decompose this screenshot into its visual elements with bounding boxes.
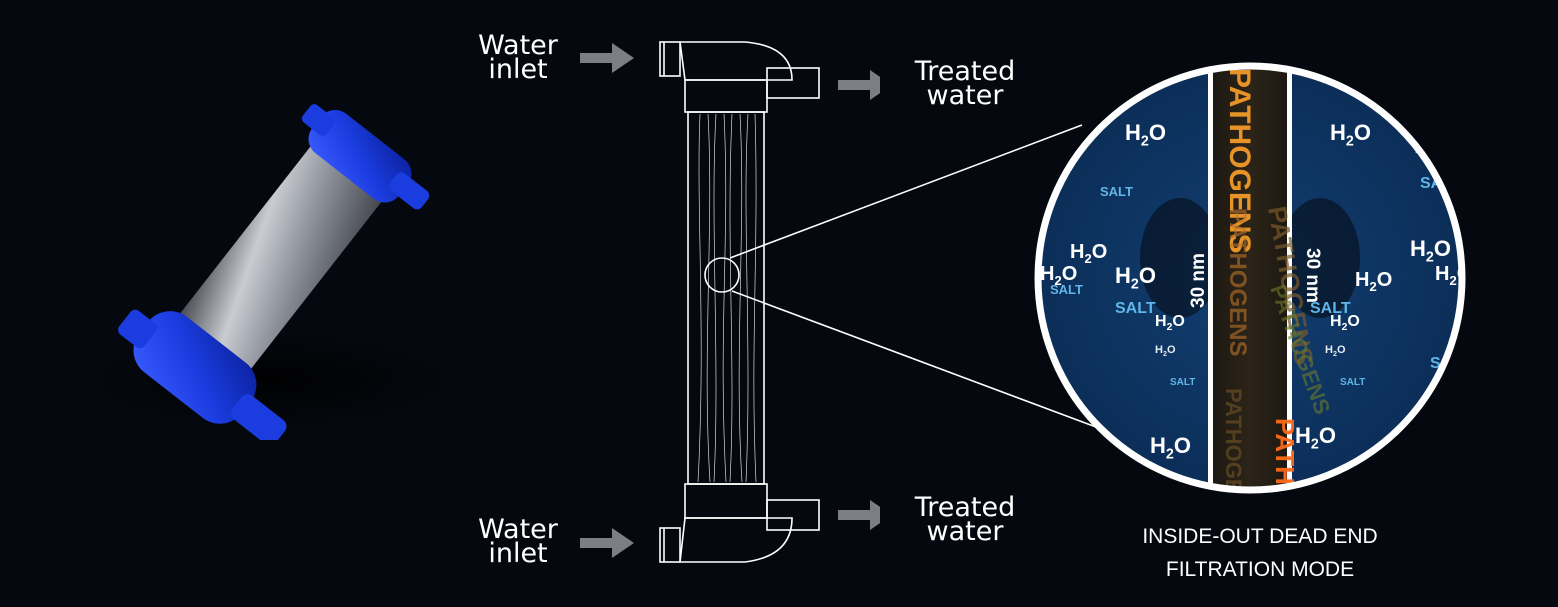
bottom-cap-outline — [679, 517, 793, 563]
water-molecule-label: H2O — [1040, 263, 1077, 288]
arrow-treated-bottom — [838, 500, 880, 530]
salt-label: SALT — [1050, 282, 1083, 297]
inlet-fitting-top — [659, 41, 681, 77]
water-molecule-label: H2O — [1330, 313, 1360, 333]
module-schematic — [580, 41, 880, 563]
top-cap-outline — [679, 41, 793, 81]
water-molecule-label: H2O — [1330, 120, 1371, 150]
salt-label: SALT — [1170, 377, 1195, 388]
fiber-wall-left — [1208, 66, 1213, 490]
water-molecule-label: H2O — [1115, 263, 1156, 293]
cartridge-tube — [118, 104, 430, 440]
hollow-fibers — [697, 113, 757, 483]
water-molecule-label: H2O — [1150, 433, 1191, 463]
inlet-fitting-bottom — [659, 527, 681, 563]
water-molecule-label: H2O — [1325, 344, 1346, 358]
arrow-inlet-bottom — [580, 528, 634, 558]
salt-label: SALT — [1115, 300, 1156, 317]
salt-label: SALT — [1340, 377, 1365, 388]
pathogens-label: PATHOGENS — [1224, 208, 1251, 356]
cartridge-illustration — [80, 104, 460, 440]
pore-size-label-right: 30 nm — [1302, 248, 1323, 303]
pathogens-label: PATHOGENS — [1223, 68, 1256, 254]
fiber-wall-right — [1287, 66, 1292, 490]
water-molecule-label: H2O — [1070, 241, 1107, 266]
water-molecule-label: H2O — [1295, 423, 1336, 453]
water-molecule-label: H2O — [1410, 236, 1451, 266]
outlet-fitting-top — [766, 67, 820, 99]
water-molecule-label: H2O — [1155, 344, 1176, 358]
salt-label: SALT — [1310, 300, 1351, 317]
water-molecule-label: H2O — [1155, 313, 1185, 333]
water-molecule-label: H2O — [1355, 269, 1392, 294]
pathogen-channel — [1210, 66, 1290, 490]
pathogens-label: PATHOGENS — [1221, 388, 1246, 498]
pathogens-label: PATHOGENS — [1270, 418, 1300, 498]
salt-label: SALT — [1100, 184, 1133, 199]
arrow-treated-top — [838, 70, 880, 100]
arrow-inlet-top — [580, 43, 634, 73]
outlet-fitting-bottom — [766, 499, 820, 531]
zoom-focus-circle — [704, 257, 740, 293]
water-molecule-label: H2O — [1125, 120, 1166, 150]
pore-size-label-left: 30 nm — [1188, 253, 1209, 308]
